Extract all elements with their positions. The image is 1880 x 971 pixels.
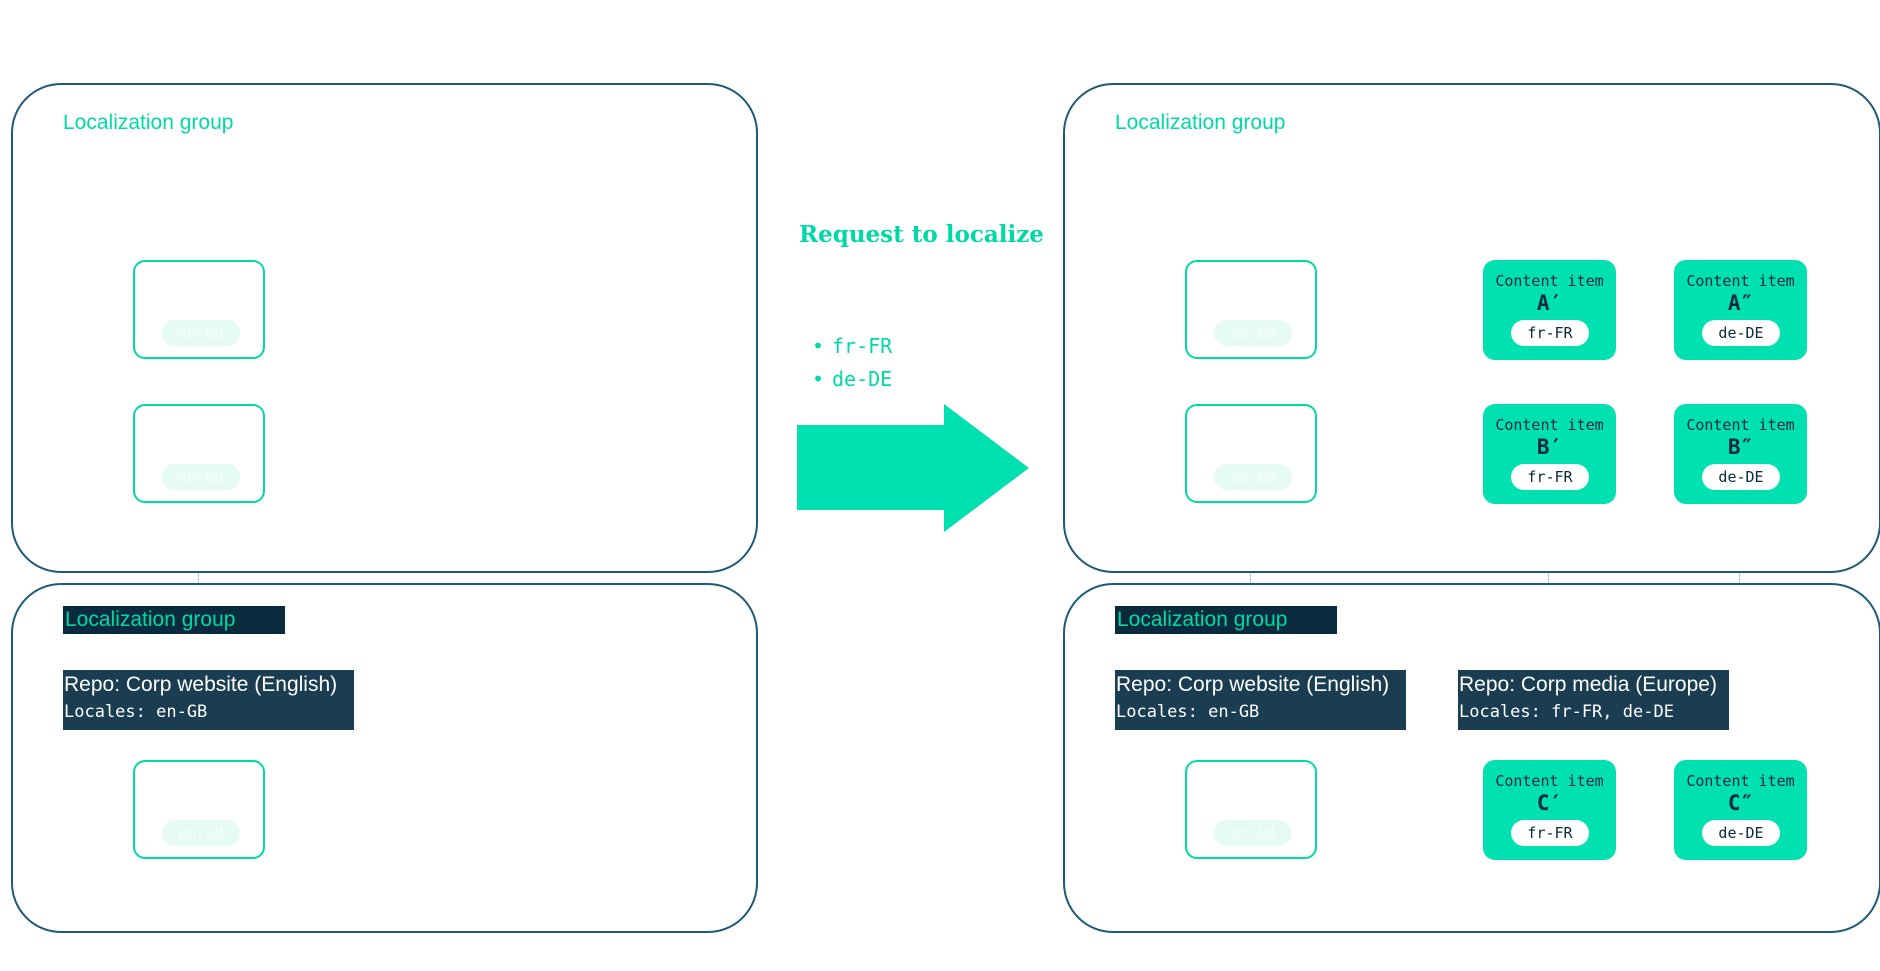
repo-label: Repo: Corp media (Europe) Locales: fr-FR… [1458, 670, 1729, 730]
request-title: Request to localize [799, 221, 1044, 248]
content-item-label: Content item [1495, 272, 1604, 290]
locale-pill: en-GB [1214, 820, 1292, 846]
locale-pill: de-DE [1702, 820, 1780, 846]
ghost-content-item: en-GB [1185, 760, 1317, 859]
locale-pill: de-DE [1702, 320, 1780, 346]
content-item-letter: C″ [1727, 791, 1754, 815]
content-item-a-prime[interactable]: Content item A′ fr-FR [1483, 260, 1616, 360]
content-item-label: Content item [1495, 772, 1604, 790]
content-item-letter: B″ [1727, 435, 1754, 459]
content-item-c-double-prime[interactable]: Content item C″ de-DE [1674, 760, 1807, 860]
content-item-b-prime[interactable]: Content item B′ fr-FR [1483, 404, 1616, 504]
content-item-c-prime[interactable]: Content item C′ fr-FR [1483, 760, 1616, 860]
localization-group-right-bottom: Localization group Repo: Corp website (E… [1063, 583, 1880, 933]
locale-pill: en-GB [162, 320, 240, 346]
locale-pill: en-GB [162, 820, 240, 846]
content-item-label: Content item [1686, 416, 1795, 434]
connector-line [1739, 573, 1740, 587]
ghost-content-item: en-GB [133, 260, 265, 359]
repo-locales: Locales: fr-FR, de-DE [1459, 702, 1674, 722]
group-title: Localization group [1115, 606, 1337, 634]
content-item-b-double-prime[interactable]: Content item B″ de-DE [1674, 404, 1807, 504]
ghost-content-item: en-GB [1185, 260, 1317, 359]
list-item: •de-DE [812, 367, 893, 391]
locale-pill: de-DE [1702, 464, 1780, 490]
locale-pill: en-GB [162, 464, 240, 490]
repo-name: Repo: Corp media (Europe) [1459, 673, 1717, 696]
list-item: •fr-FR [812, 334, 893, 358]
locale-pill: en-GB [1214, 464, 1292, 490]
localization-group-right-top: Localization group en-GB en-GB Content i… [1063, 83, 1880, 573]
content-item-letter: B′ [1536, 435, 1563, 459]
content-item-label: Content item [1686, 272, 1795, 290]
connector-line [1548, 573, 1549, 587]
group-title: Localization group [1115, 111, 1286, 134]
group-title: Localization group [63, 111, 234, 134]
content-item-letter: C′ [1536, 791, 1563, 815]
ghost-content-item: en-GB [133, 404, 265, 503]
locale-pill: fr-FR [1511, 820, 1589, 846]
repo-label: Repo: Corp website (English) Locales: en… [63, 670, 354, 730]
ghost-content-item: en-GB [1185, 404, 1317, 503]
repo-name: Repo: Corp website (English) [1116, 673, 1390, 696]
content-item-a-double-prime[interactable]: Content item A″ de-DE [1674, 260, 1807, 360]
right-arrow-icon [797, 404, 1029, 532]
content-item-letter: A′ [1536, 291, 1563, 315]
repo-locales: Locales: en-GB [1116, 702, 1260, 722]
content-item-label: Content item [1495, 416, 1604, 434]
repo-name: Repo: Corp website (English) [64, 673, 338, 696]
ghost-content-item: en-GB [133, 760, 265, 859]
connector-line [1250, 573, 1251, 587]
content-item-letter: A″ [1727, 291, 1754, 315]
requested-locales-list: •fr-FR •de-DE [810, 330, 892, 396]
content-item-label: Content item [1686, 772, 1795, 790]
locale-pill: fr-FR [1511, 320, 1589, 346]
localization-group-left-bottom: Localization group Repo: Corp website (E… [11, 583, 758, 933]
locale-pill: fr-FR [1511, 464, 1589, 490]
group-title: Localization group [63, 606, 285, 634]
localization-group-left-top: Localization group en-GB en-GB [11, 83, 758, 573]
repo-label: Repo: Corp website (English) Locales: en… [1115, 670, 1406, 730]
repo-locales: Locales: en-GB [64, 702, 208, 722]
locale-pill: en-GB [1214, 320, 1292, 346]
connector-line [198, 573, 199, 587]
